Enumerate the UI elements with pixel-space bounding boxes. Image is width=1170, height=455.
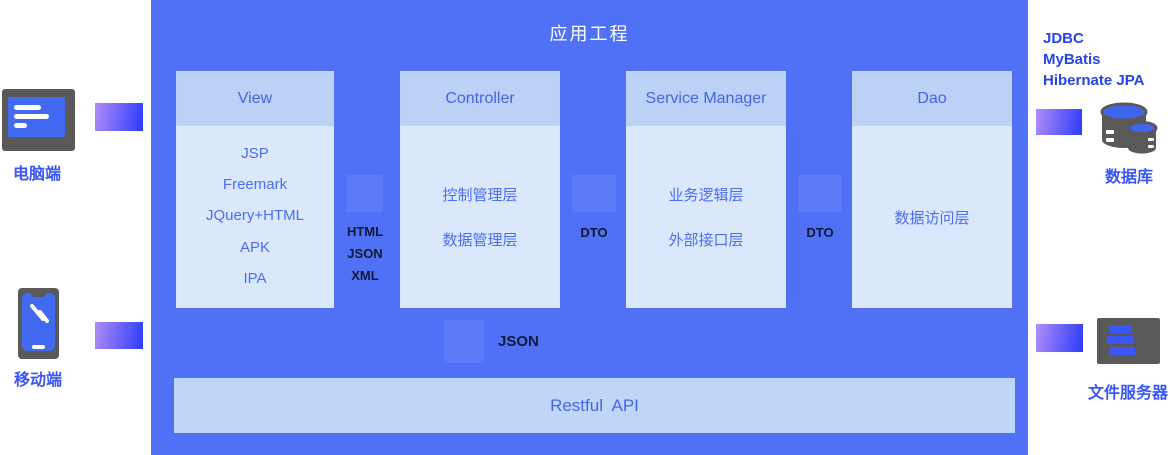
view-item: JQuery+HTML <box>206 207 304 225</box>
column-dao-body: 数据访问层 <box>852 126 1012 308</box>
file-server-icon <box>1097 318 1160 369</box>
json-connector-label: JSON <box>498 333 539 350</box>
connector-rect <box>572 175 616 212</box>
orm-line: MyBatis <box>1043 51 1101 68</box>
controller-item: 控制管理层 <box>442 187 518 204</box>
restful-api-bar: Restful API <box>174 378 1015 433</box>
file-server-label: 文件服务器 <box>1088 385 1169 402</box>
view-item: Freemark <box>222 176 288 194</box>
mobile-label: 移动端 <box>14 372 63 389</box>
view-item: APK <box>239 238 270 256</box>
arrow-app-to-fileserver <box>1036 324 1083 352</box>
column-view-body: JSP Freemark JQuery+HTML APK IPA <box>176 126 334 308</box>
database-icon <box>1098 100 1160 163</box>
connector-label: HTML <box>346 224 384 239</box>
connector-label: XML <box>351 268 379 283</box>
column-dao: Dao 数据访问层 <box>852 71 1012 308</box>
connector-view-controller: HTML JSON XML <box>340 175 390 287</box>
connector-service-dao: DTO <box>798 175 842 244</box>
desktop-icon <box>2 89 75 156</box>
connector-label: DTO <box>806 225 834 240</box>
column-service-manager: Service Manager 业务逻辑层 外部接口层 <box>626 71 786 308</box>
column-controller-body: 控制管理层 数据管理层 <box>400 126 560 308</box>
view-item: JSP <box>241 145 269 163</box>
application-container: 应用工程 View JSP Freemark JQuery+HTML APK I… <box>151 0 1028 455</box>
connector-label: DTO <box>580 225 608 240</box>
column-service-manager-header: Service Manager <box>626 71 786 126</box>
mobile-icon <box>18 288 59 364</box>
connector-rect <box>798 175 842 212</box>
orm-line: JDBC <box>1043 30 1084 47</box>
app-title: 应用工程 <box>549 24 630 44</box>
column-dao-header: Dao <box>852 71 1012 126</box>
arrow-desktop-to-app <box>95 103 143 131</box>
orm-frameworks-text: JDBC MyBatis Hibernate JPA <box>1043 28 1144 91</box>
column-controller-header: Controller <box>400 71 560 126</box>
connector-rect <box>347 175 383 212</box>
connector-controller-service: DTO <box>572 175 616 244</box>
restful-api-label: Restful API <box>550 395 639 415</box>
column-service-manager-body: 业务逻辑层 外部接口层 <box>626 126 786 308</box>
database-label: 数据库 <box>1105 169 1154 186</box>
service-item: 外部接口层 <box>668 232 744 249</box>
dao-item: 数据访问层 <box>894 209 970 227</box>
orm-line: Hibernate JPA <box>1043 72 1145 89</box>
controller-item: 数据管理层 <box>442 232 518 249</box>
connector-label: JSON <box>347 246 383 261</box>
desktop-label: 电脑端 <box>13 166 62 183</box>
column-view: View JSP Freemark JQuery+HTML APK IPA <box>176 71 334 308</box>
arrow-mobile-to-app <box>95 322 143 349</box>
service-item: 业务逻辑层 <box>668 187 744 204</box>
json-connector-rect <box>444 320 484 363</box>
arrow-app-to-database <box>1036 109 1082 135</box>
column-view-header: View <box>176 71 334 126</box>
column-controller: Controller 控制管理层 数据管理层 <box>400 71 560 308</box>
view-item: IPA <box>243 269 267 287</box>
